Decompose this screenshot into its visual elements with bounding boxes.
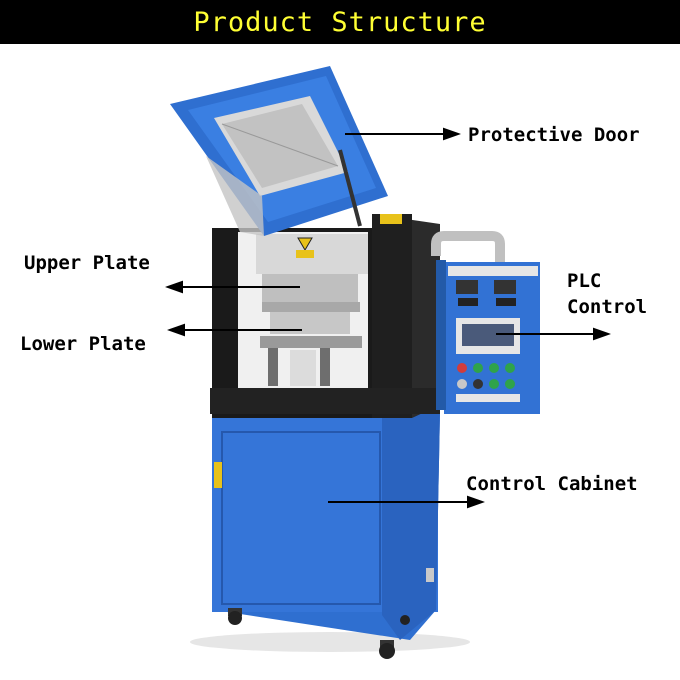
label-arrows — [165, 127, 611, 509]
upper-plate-shape — [262, 302, 360, 312]
page-title: Product Structure — [193, 6, 487, 38]
plc-pipe — [431, 231, 505, 264]
caster-wheels — [228, 608, 410, 659]
label-control: Control — [567, 296, 648, 318]
press-chamber — [256, 234, 368, 386]
label-plc: PLC — [567, 270, 602, 292]
header-bar: Product Structure — [0, 0, 680, 44]
label-upper-plate: Upper Plate — [24, 252, 150, 274]
label-control-cabinet: Control Cabinet — [466, 473, 638, 495]
plc-control-box — [436, 260, 540, 414]
protective-door — [170, 66, 388, 236]
label-lower-plate: Lower Plate — [20, 333, 146, 355]
lower-plate-shape — [260, 336, 362, 348]
label-protective-door: Protective Door — [468, 124, 640, 146]
press-machine-illustration — [165, 66, 611, 659]
control-cabinet — [212, 412, 440, 640]
